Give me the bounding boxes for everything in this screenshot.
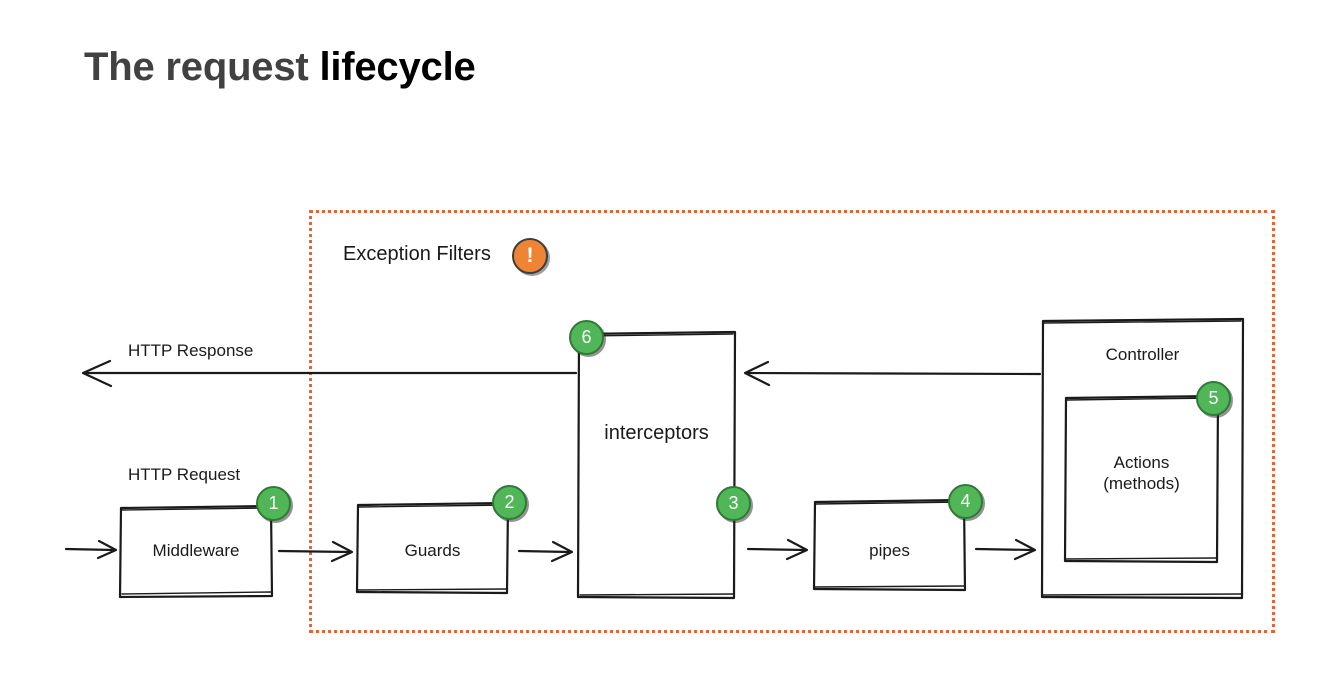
arrow-middleware-to-guards — [277, 540, 354, 563]
arrow-pipes-to-controller — [974, 538, 1037, 561]
step-badge-3: 3 — [716, 486, 751, 521]
arrow-incoming-request — [64, 539, 118, 560]
step-badge-6: 6 — [569, 320, 604, 355]
step-badge-1: 1 — [256, 486, 291, 521]
middleware-node-label: Middleware — [152, 541, 240, 560]
middleware-box-shape — [118, 504, 274, 599]
interceptors-node-label: interceptors — [604, 422, 709, 444]
arrow-interceptors-to-pipes — [746, 538, 809, 561]
step-badge-5: 5 — [1196, 381, 1231, 416]
actions-node-label: Actions (methods) — [1103, 453, 1180, 493]
actions-box-shape — [1063, 394, 1220, 564]
page-title: The request lifecycle — [84, 45, 476, 90]
http-response-label: HTTP Response — [128, 341, 254, 360]
http-request-label: HTTP Request — [128, 465, 241, 484]
controller-box-shape — [1040, 317, 1245, 600]
pipes-box-shape — [812, 498, 967, 592]
guards-node-label: Guards — [404, 541, 461, 560]
exception-badge-glyph: ! — [526, 244, 534, 267]
arrow-interceptors-to-response — [81, 359, 578, 388]
arrow-controller-to-interceptors — [743, 360, 1042, 387]
exception-filters-label: Exception Filters — [343, 243, 491, 265]
page-title-part-one: The request — [84, 44, 320, 89]
guards-box-shape — [355, 501, 510, 595]
page-title-part-two: lifecycle — [319, 44, 476, 89]
pipes-node-label: pipes — [869, 541, 910, 560]
step-badge-4: 4 — [948, 484, 983, 519]
exception-filters-region — [309, 210, 1275, 633]
step-badge-2: 2 — [492, 485, 527, 520]
warning-exclamation-icon: ! — [512, 238, 548, 274]
controller-node-label: Controller — [1105, 345, 1180, 364]
arrow-guards-to-interceptors — [517, 540, 574, 563]
interceptors-box-shape — [576, 330, 737, 600]
